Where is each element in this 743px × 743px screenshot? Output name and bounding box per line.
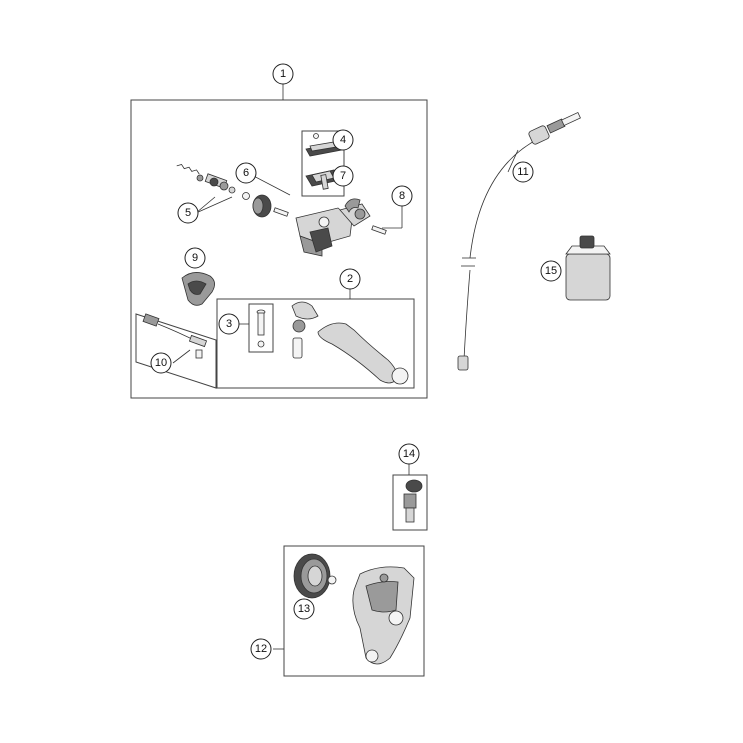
svg-text:1: 1 <box>280 68 286 80</box>
svg-text:5: 5 <box>185 207 191 219</box>
master-cylinder-body-part <box>295 198 371 257</box>
assembly-frame-4 <box>301 130 345 197</box>
screw-7-part <box>320 174 329 190</box>
bleeder-valve-part <box>403 479 423 523</box>
brake-light-switch-part <box>142 313 208 359</box>
callout-11: 11 <box>512 161 534 183</box>
lever-bolt-part <box>256 309 266 348</box>
assembly-frame-12 <box>283 545 425 677</box>
callout-3: 3 <box>218 313 240 335</box>
callout-14: 14 <box>398 443 420 465</box>
svg-text:9: 9 <box>192 252 198 264</box>
callout-12: 12 <box>250 638 272 660</box>
svg-text:3: 3 <box>226 318 232 330</box>
handlebar-clamp-part <box>181 272 215 306</box>
assembly-frame-2 <box>216 298 415 389</box>
callout-15: 15 <box>540 260 562 282</box>
brake-lever-part <box>291 301 409 385</box>
callout-1: 1 <box>272 63 294 85</box>
pivot-pin-8-part <box>371 225 387 235</box>
svg-text:14: 14 <box>403 448 415 460</box>
callout-5: 5 <box>177 202 199 224</box>
brake-hose-part <box>457 111 581 371</box>
svg-text:11: 11 <box>517 166 528 178</box>
assembly-frame-1 <box>130 99 428 399</box>
svg-text:6: 6 <box>243 167 249 179</box>
svg-text:15: 15 <box>545 265 557 277</box>
assembly-frame-14 <box>392 474 428 531</box>
callout-4: 4 <box>332 129 354 151</box>
svg-text:7: 7 <box>340 170 346 182</box>
svg-text:8: 8 <box>399 190 405 202</box>
svg-text:12: 12 <box>255 643 267 655</box>
callout-9: 9 <box>184 247 206 269</box>
svg-text:4: 4 <box>340 134 346 146</box>
brake-fluid-bottle-part <box>565 235 611 301</box>
dust-boot-part <box>252 194 289 218</box>
callout-13: 13 <box>293 598 315 620</box>
assembly-frame-10 <box>135 313 217 389</box>
callout-6: 6 <box>235 162 257 184</box>
svg-text:10: 10 <box>155 357 167 369</box>
svg-text:13: 13 <box>298 603 310 615</box>
piston-kit-part <box>176 163 250 200</box>
callout-2: 2 <box>339 268 361 290</box>
brake-caliper-part <box>352 566 415 665</box>
caliper-piston-part <box>293 553 337 599</box>
callout-7: 7 <box>332 165 354 187</box>
assembly-frame-3 <box>248 303 274 353</box>
callout-8: 8 <box>391 185 413 207</box>
svg-text:2: 2 <box>347 273 353 285</box>
callout-10: 10 <box>150 352 172 374</box>
